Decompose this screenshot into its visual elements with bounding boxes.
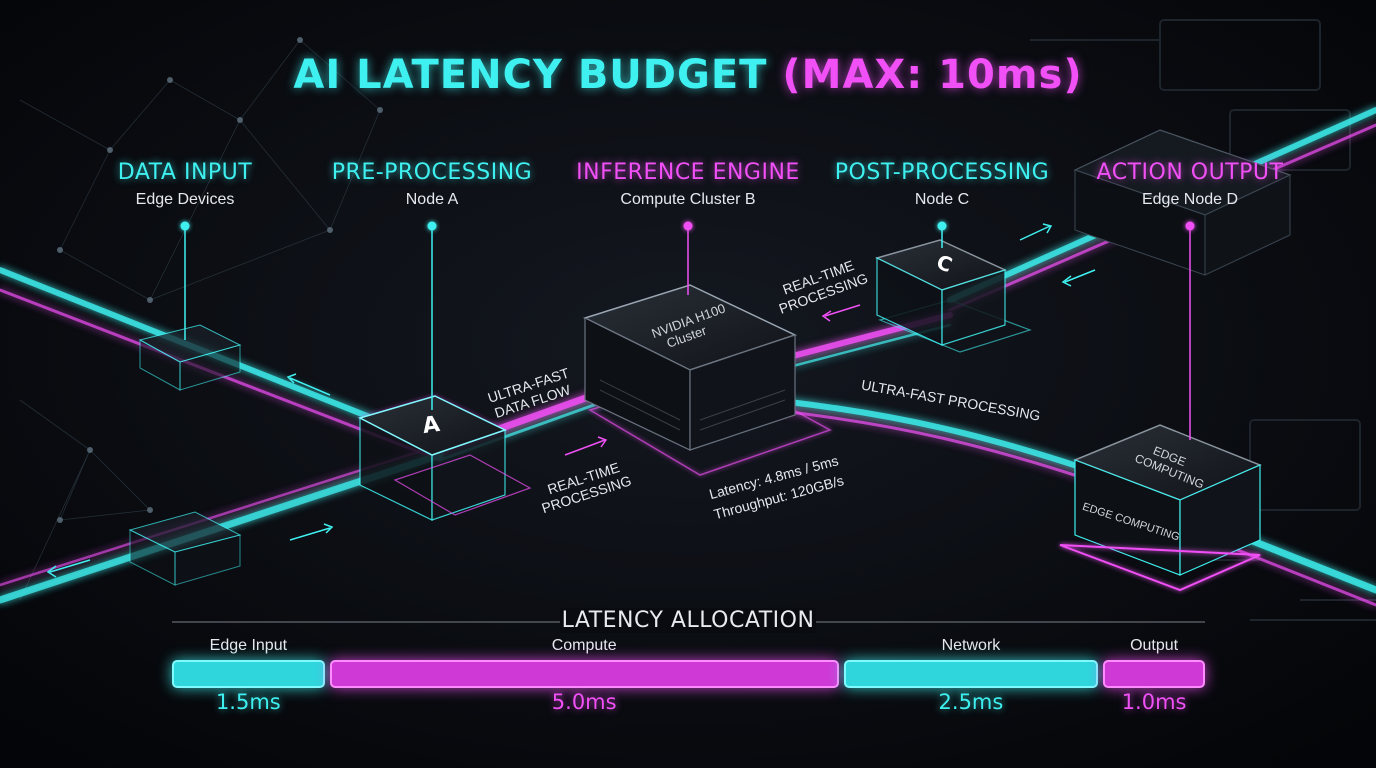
stage-pre-processing: PRE-PROCESSING Node A (302, 160, 562, 209)
allocation-bar-network (843, 660, 1099, 688)
stage-post-processing: POST-PROCESSING Node C (812, 160, 1072, 209)
allocation-bar-edge-input (172, 660, 325, 688)
title-max: (MAX: 10ms) (782, 52, 1083, 98)
flow-arrows (46, 223, 1096, 578)
stage-subtitle: Edge Node D (1141, 191, 1239, 208)
allocation-label-output: Output (1130, 637, 1179, 654)
stage-subtitle: Compute Cluster B (620, 191, 756, 208)
network-mesh-nodes (57, 37, 383, 523)
allocation-bar-compute (329, 660, 839, 688)
edge-housing-top (1073, 129, 1292, 276)
node-c-block[interactable] (874, 239, 1032, 353)
allocation-value-edge-input: 1.5ms (215, 690, 281, 714)
stage-name: POST-PROCESSING (834, 160, 1050, 185)
stage-name: ACTION OUTPUT (1096, 160, 1284, 185)
stage-data-input: DATA INPUT Edge Devices (55, 160, 315, 209)
callout-pins (180, 221, 1195, 440)
stage-subtitle: Node C (914, 191, 970, 208)
allocation-label-edge-input: Edge Input (209, 637, 288, 654)
allocation-label-network: Network (941, 637, 1001, 654)
stage-name: INFERENCE ENGINE (576, 160, 800, 185)
node-a-block[interactable] (357, 395, 532, 521)
title-main: AI LATENCY BUDGET (293, 52, 768, 98)
edge-computing-block[interactable] (1059, 424, 1262, 592)
allocation-value-compute: 5.0ms (551, 690, 617, 714)
allocation-label-compute: Compute (551, 637, 617, 654)
stage-name: PRE-PROCESSING (331, 160, 533, 185)
data-input-housing (128, 324, 242, 586)
network-mesh-left (19, 39, 381, 601)
node-a-letter: A (421, 412, 441, 439)
stage-action-output: ACTION OUTPUT Edge Node D (1060, 160, 1320, 209)
allocation-bar-output (1103, 660, 1205, 688)
inference-cluster-block[interactable] (582, 284, 832, 476)
allocation-value-output: 1.0ms (1121, 690, 1187, 714)
page-title: AI LATENCY BUDGET (MAX: 10ms) (0, 52, 1376, 98)
stage-name: DATA INPUT (117, 160, 253, 185)
stage-subtitle: Edge Devices (135, 191, 235, 208)
stage-subtitle: Node A (405, 191, 459, 208)
allocation-value-network: 2.5ms (938, 690, 1004, 714)
stage-inference-engine: INFERENCE ENGINE Compute Cluster B (558, 160, 818, 209)
allocation-title: LATENCY ALLOCATION (560, 608, 816, 633)
